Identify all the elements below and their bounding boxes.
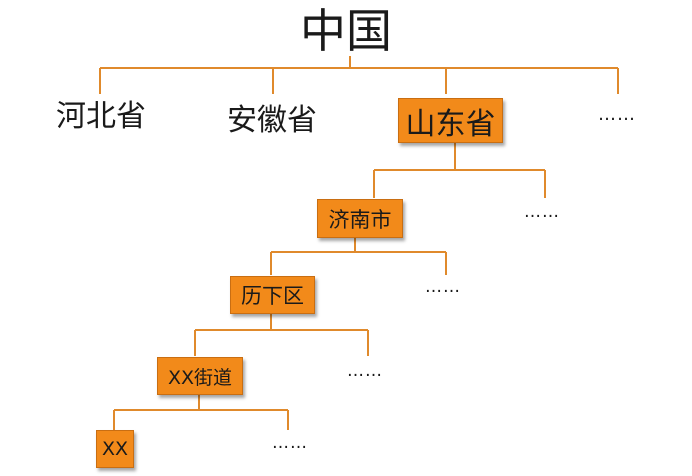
street-node-more: …… [347, 361, 383, 381]
connector-jinan [270, 238, 447, 275]
root-node-china: 中国 [300, 4, 392, 58]
community-node-xx: XX [96, 430, 134, 468]
city-node-jinan: 济南市 [317, 199, 403, 238]
connector-street [113, 395, 289, 430]
connector-root [99, 56, 619, 94]
connector-lixia [194, 314, 369, 356]
district-node-more: …… [425, 277, 461, 297]
province-node-anhui: 安徽省 [227, 103, 317, 138]
district-node-lixia: 历下区 [230, 276, 315, 314]
connector-shandong [373, 143, 546, 198]
community-node-more: …… [272, 433, 308, 453]
street-node-xx: XX街道 [157, 357, 243, 395]
province-node-hebei: 河北省 [56, 99, 146, 134]
province-node-more: …… [598, 104, 636, 125]
city-node-more: …… [524, 202, 560, 222]
province-node-shandong: 山东省 [398, 98, 503, 143]
